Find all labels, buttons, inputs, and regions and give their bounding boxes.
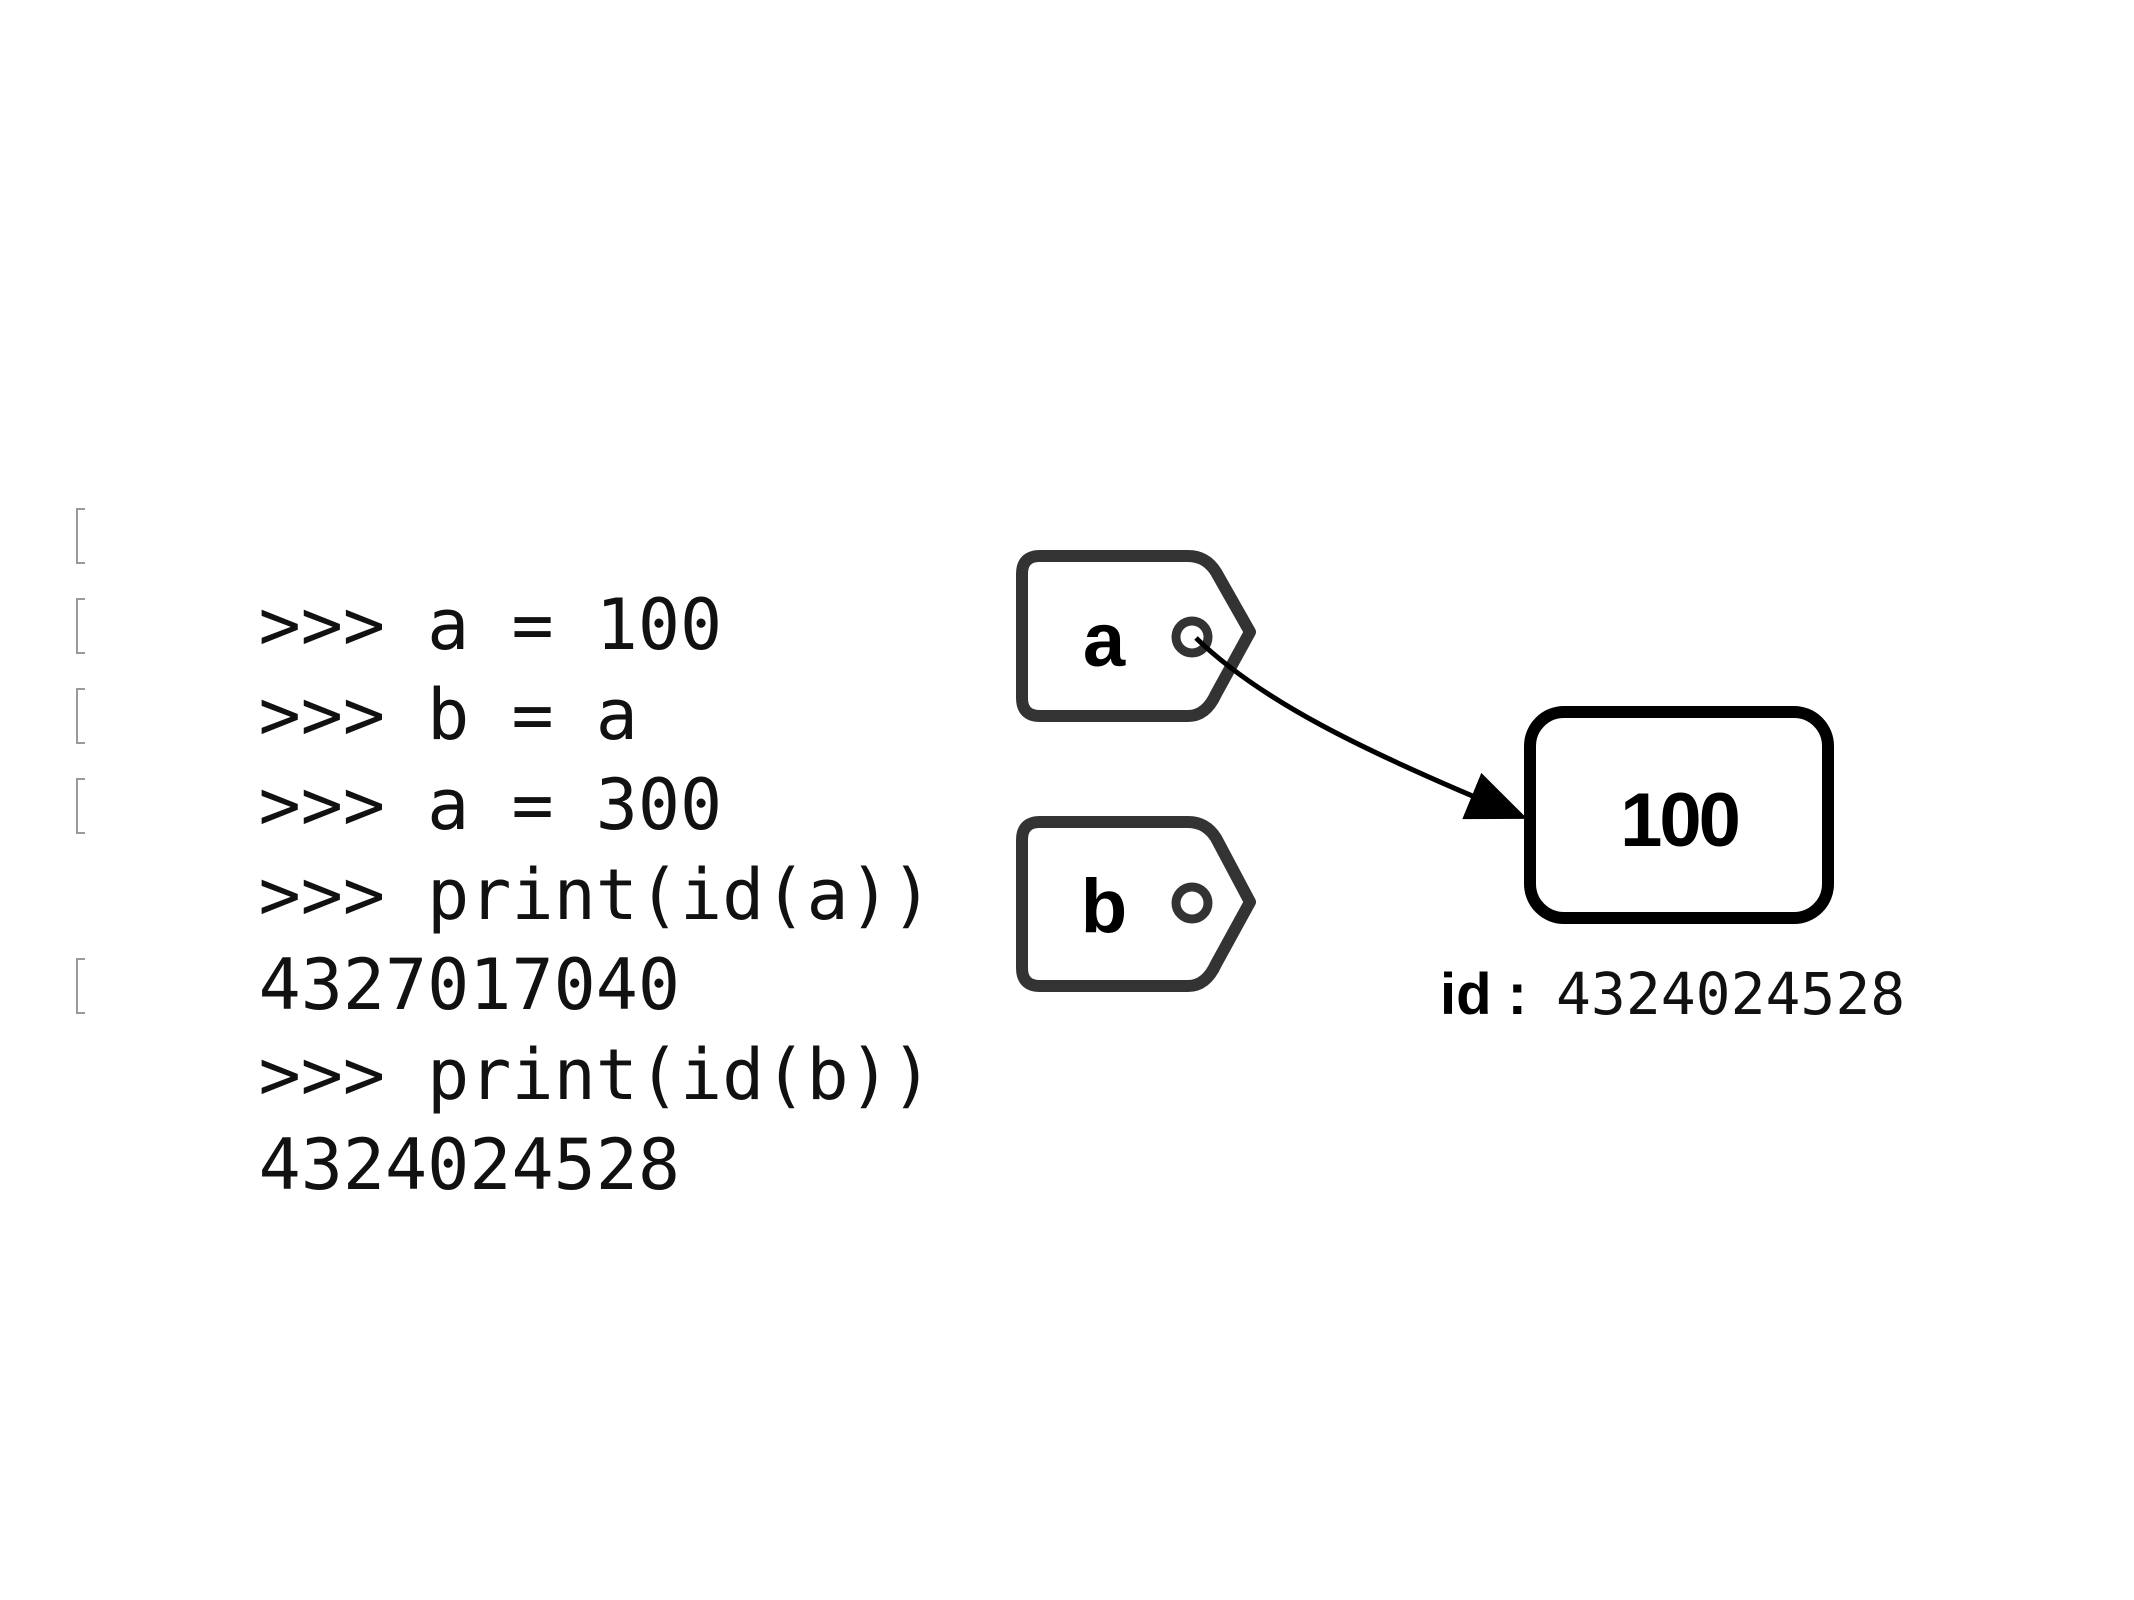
console-output-2: 4324024528	[72, 1030, 852, 1206]
console-output-text: 4327017040	[258, 944, 681, 1026]
console-line-4: >>> print(id(a))	[72, 760, 933, 936]
console-line-text: >>> print(id(a))	[258, 854, 933, 936]
object-value: 100	[1620, 778, 1739, 863]
tag-label-a: a	[1083, 598, 1126, 683]
prompt-bracket	[76, 778, 85, 834]
tag-hole-icon	[1171, 882, 1213, 924]
reference-arrow	[1194, 636, 1528, 820]
id-key: id :	[1440, 962, 1527, 1027]
prompt-bracket	[76, 598, 85, 654]
prompt-bracket	[76, 688, 85, 744]
prompt-bracket	[76, 508, 85, 564]
tag-shape	[1016, 816, 1256, 992]
console-line-1: >>> a = 100	[72, 490, 852, 666]
object-box: 100	[1524, 706, 1834, 924]
console-line-text: >>> print(id(b))	[258, 1034, 933, 1116]
console-output-text: 4324024528	[258, 1124, 681, 1206]
tag-label-b: b	[1081, 864, 1127, 949]
console-line-3: >>> a = 300	[72, 670, 852, 846]
prompt-bracket	[76, 958, 85, 1014]
console-line-2: >>> b = a	[72, 580, 852, 756]
tag-hole-icon	[1171, 616, 1213, 658]
console-line-6: >>> print(id(b))	[72, 940, 933, 1116]
console-output-1: 4327017040	[72, 850, 852, 1026]
object-box-frame	[1524, 706, 1834, 924]
console-line-text: >>> a = 100	[258, 584, 723, 666]
python-console: >>> a = 100 >>> b = a >>> a = 300 >>> pr…	[72, 490, 933, 1206]
variable-tag-a: a	[1016, 550, 1256, 722]
tag-shape	[1016, 550, 1256, 722]
variable-tag-b: b	[1016, 816, 1256, 992]
console-line-text: >>> b = a	[258, 674, 638, 756]
console-line-text: >>> a = 300	[258, 764, 723, 846]
object-id-label: id : 4324024528	[1440, 960, 1905, 1028]
id-value: 4324024528	[1556, 960, 1905, 1028]
